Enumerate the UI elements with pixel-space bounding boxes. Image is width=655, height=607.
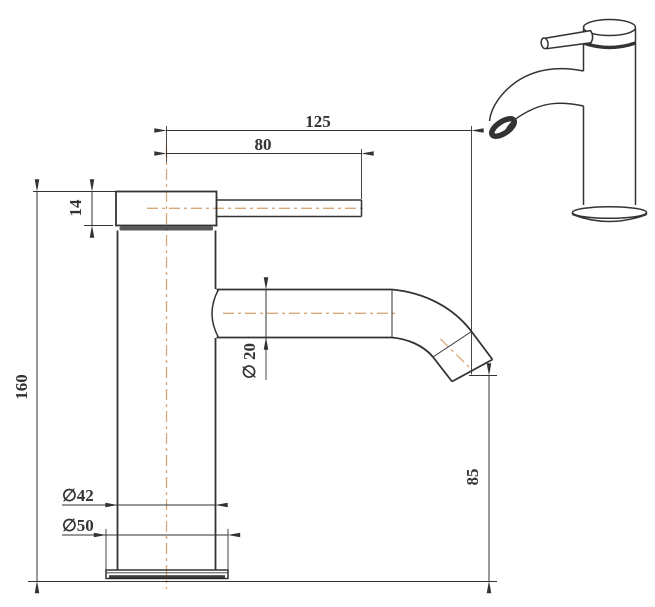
spout-tip-centerline — [440, 338, 470, 368]
front-view — [28, 190, 497, 582]
dim-label-cap-height: 14 — [66, 199, 85, 217]
cap-groove — [119, 226, 213, 231]
dim-label-body-diameter: ∅42 — [62, 486, 94, 505]
centerlines — [147, 147, 470, 589]
faucet-cap-outline — [115, 190, 218, 227]
perspective-body — [582, 18, 637, 205]
dim-label-spout-diameter: ∅ 20 — [240, 343, 259, 379]
faucet-body-outline — [116, 230, 217, 570]
dim-handle-reach: 80 — [154, 135, 374, 199]
perspective-handle — [540, 29, 594, 50]
handle-lever-outline — [216, 199, 363, 218]
spout-opening — [488, 116, 518, 139]
perspective-base — [571, 205, 648, 223]
dim-base-diameter: ∅50 — [62, 516, 241, 570]
perspective-view — [488, 18, 648, 223]
base-plate-outline — [105, 569, 229, 580]
dim-label-base-diameter: ∅50 — [62, 516, 94, 535]
spout-outline — [211, 288, 494, 383]
dim-cap-height: 14 — [33, 179, 116, 238]
dim-label-total-reach: 125 — [305, 112, 331, 131]
dim-overall-height: 160 — [12, 179, 40, 594]
dim-label-overall-height: 160 — [12, 374, 31, 400]
perspective-spout — [488, 67, 584, 139]
dim-total-reach: 125 — [154, 112, 484, 375]
dim-label-outlet-height: 85 — [463, 469, 482, 486]
dim-body-diameter: ∅42 — [62, 486, 228, 508]
dim-outlet-height: 85 — [463, 363, 497, 594]
dim-spout-diameter: ∅ 20 — [240, 277, 269, 380]
dim-label-handle-reach: 80 — [255, 135, 272, 154]
